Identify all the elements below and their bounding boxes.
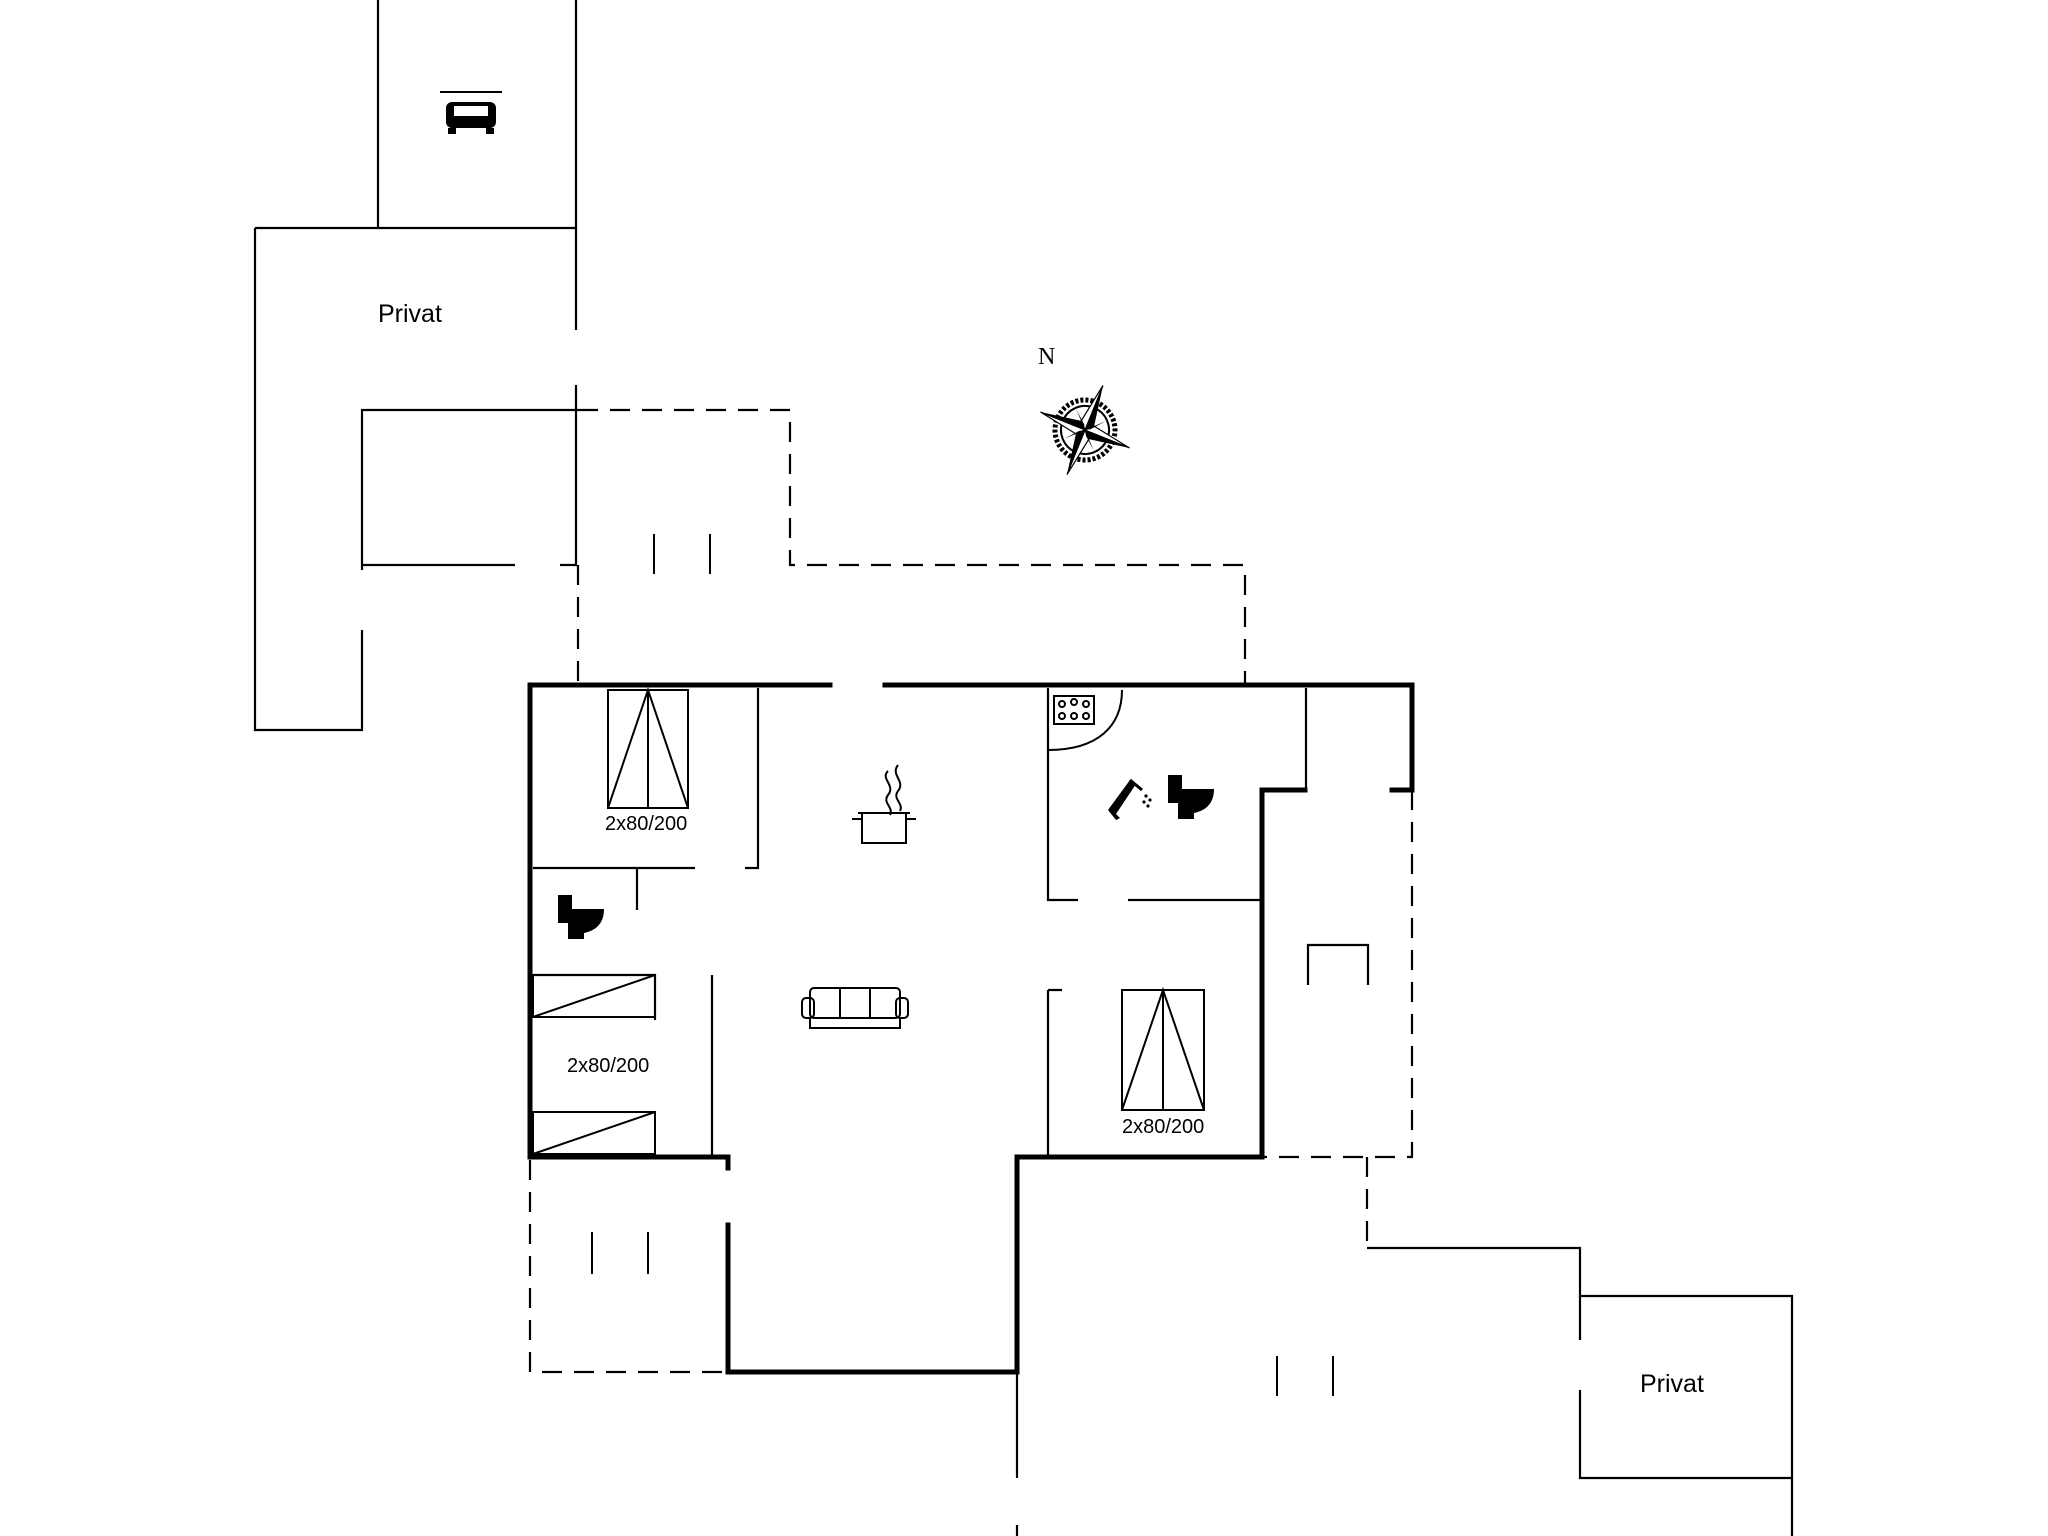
house-outer-walls xyxy=(527,682,1415,1375)
carport xyxy=(376,0,578,330)
toilet-icon xyxy=(558,895,604,939)
covered-terrace-bottom xyxy=(528,1160,728,1374)
bed-size-label-top-left: 2x80/200 xyxy=(605,813,687,835)
compass-rose-icon xyxy=(1040,385,1130,475)
north-label: N xyxy=(1038,344,1055,370)
shower-icon xyxy=(1108,778,1152,820)
bed-left xyxy=(532,974,656,1155)
covered-terrace-top xyxy=(576,408,1247,685)
bed-size-label-left: 2x80/200 xyxy=(567,1055,649,1077)
sofa-icon xyxy=(801,987,909,1029)
whirlpool-icon xyxy=(1047,689,1123,751)
privat-label-bottom: Privat xyxy=(1640,1370,1704,1398)
covered-annex-right xyxy=(1262,790,1414,1248)
car-icon xyxy=(440,91,502,134)
bed-bottom-right xyxy=(1121,986,1205,1111)
interior-walls xyxy=(533,688,1370,1157)
bed-size-label-bottom-right: 2x80/200 xyxy=(1122,1116,1204,1138)
toilet-icon-bathroom xyxy=(1168,775,1214,819)
terrace-bottom-right xyxy=(1015,1246,1794,1536)
privat-label-top: Privat xyxy=(378,300,442,328)
privat-terrace-top xyxy=(253,226,578,732)
stove-pot-icon xyxy=(852,764,916,844)
bed-top-left xyxy=(607,686,689,809)
